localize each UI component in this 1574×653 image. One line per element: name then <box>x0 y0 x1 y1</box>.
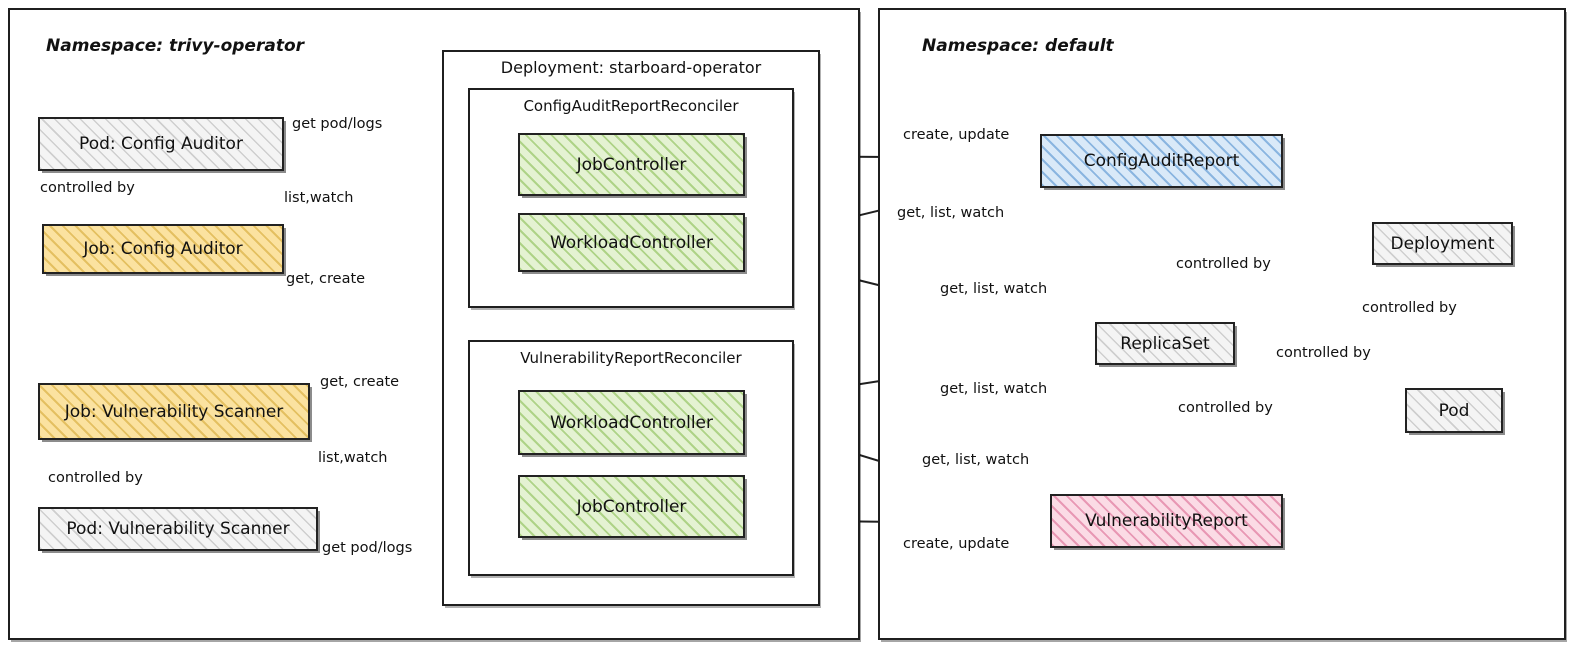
edge-label-controlled-by-vuln-scanner: controlled by <box>48 470 143 486</box>
edge-label-controlled-by-vulnerability-report-replicaset: controlled by <box>1178 400 1273 416</box>
node-job-vulnerability-scanner[interactable]: Job: Vulnerability Scanner <box>38 383 310 440</box>
edge-label-get-list-watch-replicaset-1: get, list, watch <box>940 281 1048 297</box>
edge-label-get-list-watch-vulnerability-report: get, list, watch <box>922 452 1030 468</box>
edge-label-create-update-vulnerability-report: create, update <box>903 536 1010 552</box>
node-pod-config-auditor-label: Pod: Config Auditor <box>79 134 243 154</box>
node-pod-resource[interactable]: Pod <box>1405 388 1503 433</box>
node-deployment-resource-label: Deployment <box>1390 233 1495 254</box>
node-pod-vulnerability-scanner[interactable]: Pod: Vulnerability Scanner <box>38 507 318 551</box>
namespace-trivy-operator-label: Namespace: trivy-operator <box>46 36 305 56</box>
vulnerability-report-reconciler-label: VulnerabilityReportReconciler <box>520 349 742 367</box>
edge-label-get-pod-logs-bottom: get pod/logs <box>322 540 413 556</box>
node-deployment-resource[interactable]: Deployment <box>1372 222 1513 265</box>
node-vrr-workloadcontroller[interactable]: WorkloadController <box>518 390 745 455</box>
node-vulnerability-report-label: VulnerabilityReport <box>1085 511 1248 531</box>
node-replicaset[interactable]: ReplicaSet <box>1095 322 1235 365</box>
edge-label-create-update-config-audit-report: create, update <box>903 127 1010 143</box>
edge-label-get-create-config-auditor: get, create <box>286 271 366 287</box>
namespace-default-label: Namespace: default <box>922 36 1114 56</box>
node-job-config-auditor[interactable]: Job: Config Auditor <box>42 224 284 274</box>
edge-label-controlled-by-config-auditor: controlled by <box>40 180 135 196</box>
config-audit-report-reconciler-label: ConfigAuditReportReconciler <box>523 97 739 115</box>
edge-label-get-list-watch-replicaset-2: get, list, watch <box>940 381 1048 397</box>
node-vrr-jobcontroller[interactable]: JobController <box>518 475 745 538</box>
node-car-jobcontroller[interactable]: JobController <box>518 133 745 196</box>
node-job-config-auditor-label: Job: Config Auditor <box>83 239 243 259</box>
node-vrr-workloadcontroller-label: WorkloadController <box>549 412 713 433</box>
node-vulnerability-report[interactable]: VulnerabilityReport <box>1050 494 1283 548</box>
node-config-audit-report[interactable]: ConfigAuditReport <box>1040 134 1283 188</box>
node-replicaset-label: ReplicaSet <box>1120 333 1210 354</box>
edge-label-get-list-watch-config-audit-report: get, list, watch <box>897 205 1005 221</box>
node-config-audit-report-label: ConfigAuditReport <box>1083 151 1240 171</box>
vulnerability-report-reconciler-container <box>468 340 794 576</box>
edge-label-get-pod-logs-top: get pod/logs <box>292 116 383 132</box>
edge-label-list-watch-vuln-scanner: list,watch <box>318 450 388 466</box>
node-job-vulnerability-scanner-label: Job: Vulnerability Scanner <box>64 401 284 422</box>
config-audit-report-reconciler-container <box>468 88 794 308</box>
node-pod-vulnerability-scanner-label: Pod: Vulnerability Scanner <box>66 519 290 539</box>
edge-label-controlled-by-deployment: controlled by <box>1362 300 1457 316</box>
node-vrr-jobcontroller-label: JobController <box>576 496 687 517</box>
node-car-jobcontroller-label: JobController <box>576 154 687 175</box>
deployment-starboard-operator-label: Deployment: starboard-operator <box>500 58 762 77</box>
node-pod-config-auditor[interactable]: Pod: Config Auditor <box>38 117 284 171</box>
node-pod-resource-label: Pod <box>1438 400 1470 421</box>
edge-label-list-watch-config-auditor: list,watch <box>284 190 354 206</box>
node-car-workloadcontroller-label: WorkloadController <box>549 232 713 253</box>
edge-label-get-create-vuln-scanner: get, create <box>320 374 400 390</box>
edge-label-controlled-by-config-audit-report-replicaset: controlled by <box>1176 256 1271 272</box>
node-car-workloadcontroller[interactable]: WorkloadController <box>518 213 745 272</box>
edge-label-controlled-by-pod: controlled by <box>1276 345 1371 361</box>
